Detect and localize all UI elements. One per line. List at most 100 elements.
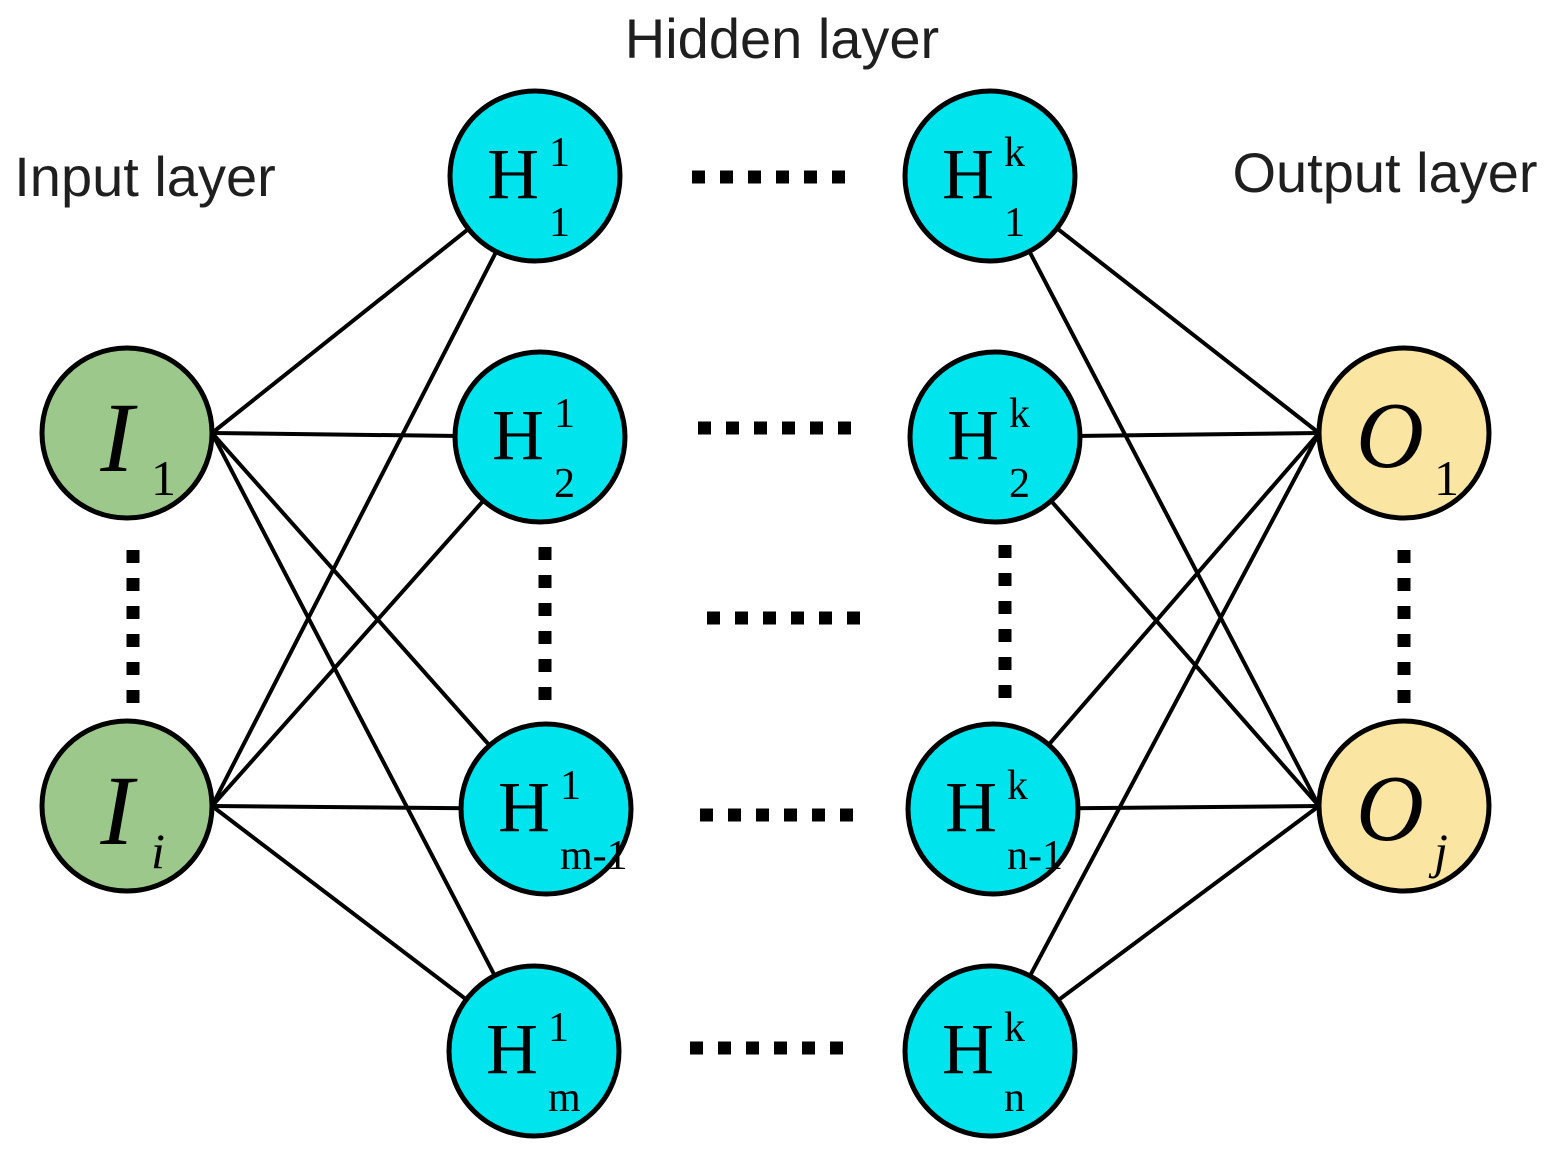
node-label-base: O	[1356, 757, 1424, 861]
node-label-base: H	[486, 1009, 538, 1089]
node-label-superscript: 1	[549, 130, 570, 176]
node-label-subscript: 1	[549, 200, 570, 246]
vertical-ellipsis-dot	[126, 690, 140, 703]
horizontal-ellipsis-dot	[763, 611, 776, 625]
horizontal-ellipsis-dot	[728, 808, 741, 822]
node-label-base: O	[1356, 384, 1424, 488]
node-circle-input	[39, 345, 215, 521]
vertical-ellipsis-dot	[538, 659, 552, 672]
node-label-base: H	[498, 767, 550, 847]
node-circle-hidden	[458, 721, 634, 897]
node-circle-hidden	[446, 963, 622, 1139]
horizontal-ellipsis-dot	[802, 1041, 815, 1055]
vertical-ellipsis-dot	[126, 578, 140, 591]
output-layer-label: Output layer	[1232, 141, 1537, 204]
vertical-ellipsis-dot	[126, 550, 140, 563]
vertical-ellipsis-dot	[126, 662, 140, 675]
node-circle-hidden	[907, 349, 1083, 525]
node-label-subscript: 1	[1004, 200, 1025, 246]
node-label-subscript: i	[151, 823, 165, 879]
horizontal-ellipsis-dot	[791, 611, 804, 625]
node-circle-input	[39, 718, 215, 894]
node-label-base: H	[942, 1009, 994, 1089]
horizontal-ellipsis-dot	[838, 421, 851, 435]
horizontal-ellipsis-dot	[804, 170, 817, 184]
vertical-ellipsis-dot	[998, 601, 1012, 614]
node-label-base: H	[487, 134, 539, 214]
node-label-superscript: 1	[554, 391, 575, 437]
horizontal-ellipsis-dot	[782, 421, 795, 435]
node-label-subscript: 1	[1434, 450, 1459, 506]
input-layer-label: Input layer	[14, 145, 276, 208]
node-label-base: I	[99, 382, 138, 493]
horizontal-ellipsis-dot	[776, 170, 789, 184]
node-label-subscript: n	[1004, 1075, 1025, 1121]
node-label-subscript: 2	[554, 461, 575, 507]
node-label-superscript: k	[1004, 1005, 1025, 1051]
node-label-subscript: 2	[1009, 461, 1030, 507]
vertical-ellipsis-dot	[1397, 634, 1411, 647]
vertical-ellipsis-dot	[538, 603, 552, 616]
node-label-subscript: m-1	[560, 833, 628, 879]
horizontal-ellipsis-dot	[754, 421, 767, 435]
vertical-ellipsis-dot	[1397, 690, 1411, 703]
node-circle-hidden	[447, 88, 623, 264]
node-label-superscript: k	[1004, 130, 1025, 176]
vertical-ellipsis-dot	[1397, 578, 1411, 591]
vertical-ellipsis-dot	[538, 575, 552, 588]
horizontal-ellipsis-dot	[774, 1041, 787, 1055]
horizontal-ellipsis-dot	[746, 1041, 759, 1055]
horizontal-ellipsis-dot	[810, 421, 823, 435]
horizontal-ellipsis-dot	[847, 611, 860, 625]
vertical-ellipsis-dot	[998, 629, 1012, 642]
horizontal-ellipsis-dot	[735, 611, 748, 625]
node-label-base: H	[492, 395, 544, 475]
edge-Hk_n-O1	[988, 432, 1321, 1052]
edge-I1-H1_m	[210, 432, 536, 1052]
hidden-layer-label: Hidden layer	[625, 7, 939, 70]
horizontal-ellipsis-dot	[726, 421, 739, 435]
node-label-subscript: 1	[151, 450, 176, 506]
vertical-ellipsis-dot	[126, 606, 140, 619]
node-label-subscript: m	[548, 1075, 581, 1121]
node-label-subscript: n-1	[1007, 833, 1063, 879]
horizontal-ellipsis-dot	[720, 170, 733, 184]
node-label-base: H	[947, 395, 999, 475]
horizontal-ellipsis-dot	[812, 808, 825, 822]
vertical-ellipsis-dot	[998, 685, 1012, 698]
vertical-ellipsis-dot	[998, 657, 1012, 670]
node-label-superscript: k	[1007, 763, 1028, 809]
vertical-ellipsis-dot	[538, 631, 552, 644]
horizontal-ellipsis-dot	[784, 808, 797, 822]
horizontal-ellipsis-dot	[756, 808, 769, 822]
vertical-ellipsis-dot	[126, 634, 140, 647]
vertical-ellipsis-dot	[1397, 550, 1411, 563]
horizontal-ellipsis-dot	[748, 170, 761, 184]
vertical-ellipsis-dot	[1397, 662, 1411, 675]
vertical-ellipsis-dot	[998, 545, 1012, 558]
node-circle-hidden	[902, 88, 1078, 264]
horizontal-ellipsis-dot	[840, 808, 853, 822]
horizontal-ellipsis-dot	[830, 1041, 843, 1055]
node-label-superscript: 1	[560, 763, 581, 809]
node-label-superscript: k	[1009, 391, 1030, 437]
vertical-ellipsis-dot	[1397, 606, 1411, 619]
vertical-ellipsis-dot	[538, 687, 552, 700]
node-circle-hidden	[905, 721, 1081, 897]
edge-Hk_1-Oj	[988, 175, 1321, 807]
horizontal-ellipsis-dot	[707, 611, 720, 625]
node-circle-hidden	[452, 349, 628, 525]
vertical-ellipsis-dot	[998, 573, 1012, 586]
